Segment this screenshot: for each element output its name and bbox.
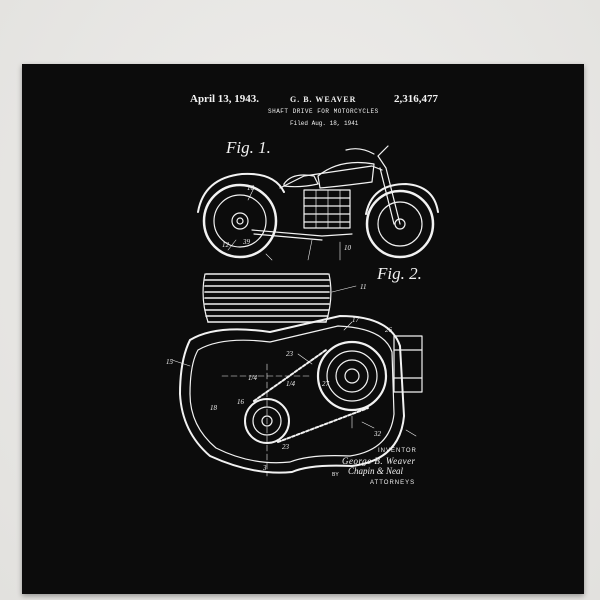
figure-2-label: Fig. 2. xyxy=(377,264,422,283)
by-label: BY xyxy=(332,472,339,478)
patent-inventor-header: G. B. WEAVER xyxy=(290,95,357,104)
svg-text:16: 16 xyxy=(237,398,245,406)
inventor-signature: George B. Weaver xyxy=(342,456,416,466)
svg-text:15: 15 xyxy=(166,358,174,366)
svg-text:3: 3 xyxy=(262,464,267,472)
svg-text:23: 23 xyxy=(282,443,290,451)
attorney-signature: Chapin & Neal xyxy=(348,466,404,476)
inventor-label: INVENTOR xyxy=(378,448,417,454)
svg-text:39: 39 xyxy=(242,238,251,246)
svg-text:26: 26 xyxy=(385,326,393,334)
patent-tapestry: April 13, 1943. G. B. WEAVER 2,316,477 S… xyxy=(22,64,584,594)
drive-mechanism-drawing: 10 12 39 10 11 26 15 23 16 23 32 18 27 1… xyxy=(166,184,423,477)
svg-text:17: 17 xyxy=(352,316,360,324)
patent-filed-date: Filed Aug. 18, 1941 xyxy=(290,120,359,127)
figure-1-label: Fig. 1. xyxy=(226,138,271,157)
svg-text:10: 10 xyxy=(247,184,255,192)
motorcycle-drawing xyxy=(197,145,439,261)
patent-date: April 13, 1943. xyxy=(190,93,260,105)
patent-number: 2,316,477 xyxy=(394,93,438,105)
svg-text:12: 12 xyxy=(222,241,230,249)
patent-title: SHAFT DRIVE FOR MOTORCYCLES xyxy=(268,108,379,115)
attorneys-label: ATTORNEYS xyxy=(370,480,416,486)
svg-text:10: 10 xyxy=(344,244,352,252)
svg-text:18: 18 xyxy=(210,404,218,412)
svg-text:1/4: 1/4 xyxy=(286,380,295,388)
svg-text:1/4: 1/4 xyxy=(248,374,257,382)
svg-text:23: 23 xyxy=(286,350,294,358)
svg-text:27: 27 xyxy=(322,380,330,388)
svg-text:11: 11 xyxy=(360,283,366,291)
svg-text:32: 32 xyxy=(373,430,382,438)
